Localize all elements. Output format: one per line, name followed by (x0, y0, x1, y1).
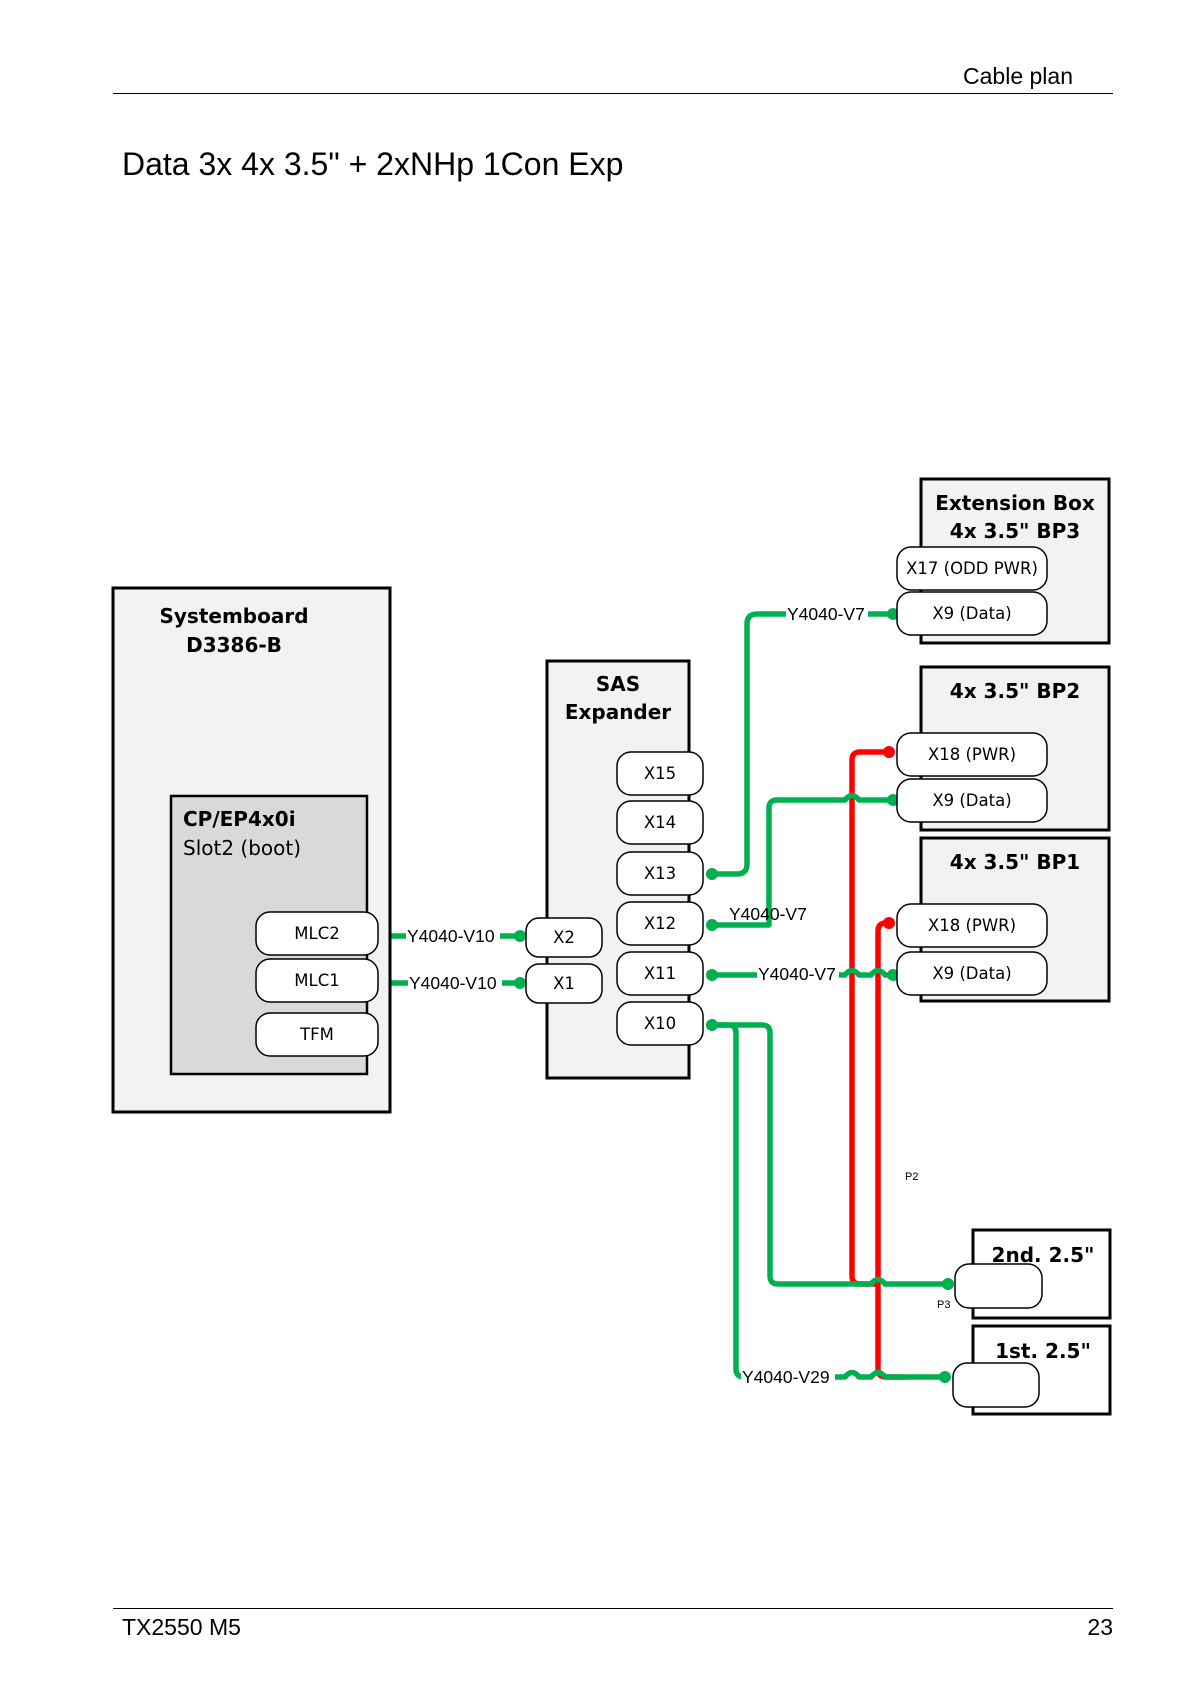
cable-x10-2nd-drive (709, 1022, 951, 1287)
raid-controller-box: CP/EP4x0i Slot2 (boot) MLC2 MLC1 TFM (169, 794, 379, 1076)
port-x13 (616, 851, 704, 896)
connector-dot (514, 977, 526, 989)
port-x12 (616, 901, 704, 946)
bp3-port-x9-label: X9 (Data) (932, 604, 1011, 623)
connector-dot (942, 1278, 954, 1290)
bp3-port-x17 (896, 546, 1048, 591)
drive-2nd-connector (954, 1263, 1043, 1309)
port-mlc1-label: MLC1 (294, 971, 339, 990)
port-x2 (525, 917, 603, 958)
bp3-port-x9 (896, 591, 1048, 636)
bp3-name-2: 4x 3.5" BP3 (950, 519, 1080, 543)
port-x10-label: X10 (644, 1014, 676, 1033)
connector-dot (706, 919, 718, 931)
bp2-port-x9-label: X9 (Data) (932, 791, 1011, 810)
bp2-port-x9 (896, 778, 1048, 823)
port-x12-label: X12 (644, 914, 676, 933)
header-rule (113, 93, 1113, 94)
drive-2nd-name: 2nd. 2.5" (992, 1243, 1095, 1267)
connector-dot (887, 969, 899, 981)
systemboard-name: Systemboard (159, 604, 308, 628)
bp3-port-x17-label: X17 (ODD PWR) (906, 559, 1038, 578)
port-x2-label: X2 (553, 928, 575, 947)
systemboard-model: D3386-B (186, 633, 282, 657)
power-connector-dot (883, 917, 895, 929)
footer-page-number: 23 (1087, 1614, 1113, 1640)
footer-rule (113, 1608, 1113, 1609)
cable-x11-bp1 (709, 967, 896, 978)
bp2-name: 4x 3.5" BP2 (950, 679, 1080, 703)
port-tfm (255, 1012, 379, 1057)
page-title: Data 3x 4x 3.5" + 2xNHp 1Con Exp (122, 146, 624, 182)
expander-name-1: SAS (596, 672, 640, 696)
port-x15 (616, 751, 704, 796)
drive-2nd-box: 2nd. 2.5" (954, 1228, 1112, 1320)
backplane-bp3-box: Extension Box 4x 3.5" BP3 X17 (ODD PWR) … (896, 477, 1111, 645)
bp1-port-x9-label: X9 (Data) (932, 964, 1011, 983)
cable-label-x10-drives: Y4040-V29 (742, 1367, 830, 1387)
power-connector-dot (883, 746, 895, 758)
connector-dot (887, 608, 899, 620)
bp2-port-x18-label: X18 (PWR) (928, 745, 1016, 764)
port-mlc1 (255, 958, 379, 1003)
header-section-title: Cable plan (963, 63, 1073, 89)
port-x1 (525, 963, 603, 1004)
drive-1st-connector (952, 1362, 1040, 1408)
controller-slot: Slot2 (boot) (183, 836, 301, 860)
bp1-name: 4x 3.5" BP1 (950, 850, 1080, 874)
drive-1st-name: 1st. 2.5" (995, 1339, 1091, 1363)
bp1-port-x18 (896, 903, 1048, 948)
bp1-port-x18-label: X18 (PWR) (928, 916, 1016, 935)
bp1-port-x9 (896, 951, 1048, 996)
port-mlc2-label: MLC2 (294, 924, 339, 943)
footer-model: TX2550 M5 (122, 1614, 241, 1640)
port-mlc2 (255, 911, 379, 956)
cable-label-mlc2-x2: Y4040-V10 (407, 926, 495, 946)
cable-label-x13-bp3: Y4040-V7 (787, 604, 865, 624)
port-x13-label: X13 (644, 864, 676, 883)
cable-label-x11-bp1: Y4040-V7 (758, 964, 836, 984)
sas-expander-box: SAS Expander X2 X1 X15 X14 X13 X12 X11 X… (525, 659, 704, 1080)
port-x11-label: X11 (644, 964, 676, 983)
connector-dot (706, 868, 718, 880)
bp2-port-x18 (896, 732, 1048, 777)
port-x15-label: X15 (644, 764, 676, 783)
connector-dot (887, 794, 899, 806)
port-tfm-label: TFM (299, 1025, 334, 1044)
connector-dot (939, 1371, 951, 1383)
backplane-bp1-box: 4x 3.5" BP1 X18 (PWR) X9 (Data) (896, 836, 1111, 1003)
bp3-name-1: Extension Box (935, 491, 1095, 515)
cable-x13-bp3 (709, 611, 896, 877)
expander-name-2: Expander (565, 700, 671, 724)
port-x1-label: X1 (553, 974, 575, 993)
connector-dot (706, 969, 718, 981)
cable-label-x12-bp2: Y4040-V7 (729, 904, 807, 924)
power-label-p2: P2 (905, 1171, 918, 1183)
drive-1st-box: 1st. 2.5" (952, 1324, 1112, 1416)
cable-x10-1st-drive (709, 1022, 948, 1380)
port-x10 (616, 1001, 704, 1046)
connector-dot (514, 930, 526, 942)
port-x14 (616, 800, 704, 845)
backplane-bp2-box: 4x 3.5" BP2 X18 (PWR) X9 (Data) (896, 665, 1111, 832)
power-label-p3: P3 (937, 1299, 950, 1311)
power-cable-bp2 (849, 749, 892, 1287)
port-x11 (616, 951, 704, 996)
cable-label-mlc1-x1: Y4040-V10 (409, 973, 497, 993)
connector-dot (706, 1019, 718, 1031)
port-x14-label: X14 (644, 813, 676, 832)
cable-x12-bp2 (709, 792, 896, 928)
controller-name: CP/EP4x0i (183, 807, 296, 831)
